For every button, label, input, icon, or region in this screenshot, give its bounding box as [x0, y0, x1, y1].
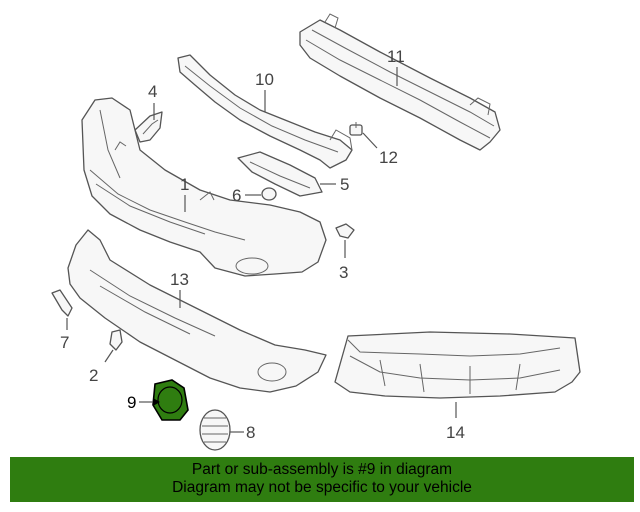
- callout-9: 9: [127, 393, 160, 412]
- callout-12: 12: [362, 132, 398, 167]
- part-9-fog-lamp-bezel[interactable]: [152, 379, 189, 421]
- svg-text:2: 2: [89, 366, 98, 385]
- svg-text:6: 6: [232, 186, 241, 205]
- callout-5: 5: [320, 175, 349, 194]
- part-10-absorber[interactable]: [177, 54, 353, 169]
- callout-3: 3: [339, 240, 348, 282]
- callout-14: 14: [446, 402, 465, 442]
- svg-text:14: 14: [446, 423, 465, 442]
- part-13-lower-cover[interactable]: [67, 229, 327, 393]
- callout-4: 4: [148, 82, 157, 120]
- part-4-bracket[interactable]: [134, 111, 163, 143]
- callout-7: 7: [60, 318, 69, 352]
- svg-text:4: 4: [148, 82, 157, 101]
- callout-1: 1: [180, 175, 189, 212]
- callout-13: 13: [170, 270, 189, 308]
- callout-6: 6: [232, 186, 261, 205]
- callout-2: 2: [89, 349, 114, 385]
- svg-text:13: 13: [170, 270, 189, 289]
- svg-text:8: 8: [246, 423, 255, 442]
- info-banner: Part or sub-assembly is #9 in diagram Di…: [10, 457, 634, 502]
- svg-text:3: 3: [339, 263, 348, 282]
- part-8-round-grille[interactable]: [199, 409, 231, 451]
- svg-text:7: 7: [60, 333, 69, 352]
- parts-diagram: 11 10 12 4 5 6: [51, 13, 581, 451]
- callout-8: 8: [230, 423, 255, 442]
- part-6-clip[interactable]: [261, 187, 277, 201]
- part-7-bracket[interactable]: [51, 289, 73, 317]
- svg-text:11: 11: [387, 47, 405, 66]
- part-14-skid-plate[interactable]: [334, 331, 581, 399]
- svg-text:10: 10: [255, 70, 274, 89]
- callout-10: 10: [255, 70, 274, 112]
- svg-text:5: 5: [340, 175, 349, 194]
- svg-text:9: 9: [127, 393, 136, 412]
- part-2-clip[interactable]: [109, 329, 123, 351]
- part-3-retainer[interactable]: [335, 223, 355, 239]
- part-5-side-bracket[interactable]: [237, 151, 323, 197]
- part-1-bumper-cover[interactable]: [81, 97, 327, 277]
- banner-line-1: Part or sub-assembly is #9 in diagram: [191, 461, 453, 478]
- part-12-bolt[interactable]: [349, 122, 363, 136]
- svg-text:1: 1: [180, 175, 189, 194]
- banner-line-2: Diagram may not be specific to your vehi…: [172, 479, 472, 496]
- part-11-impact-bar[interactable]: [299, 13, 501, 151]
- svg-text:12: 12: [379, 148, 398, 167]
- callout-11: 11: [387, 47, 405, 86]
